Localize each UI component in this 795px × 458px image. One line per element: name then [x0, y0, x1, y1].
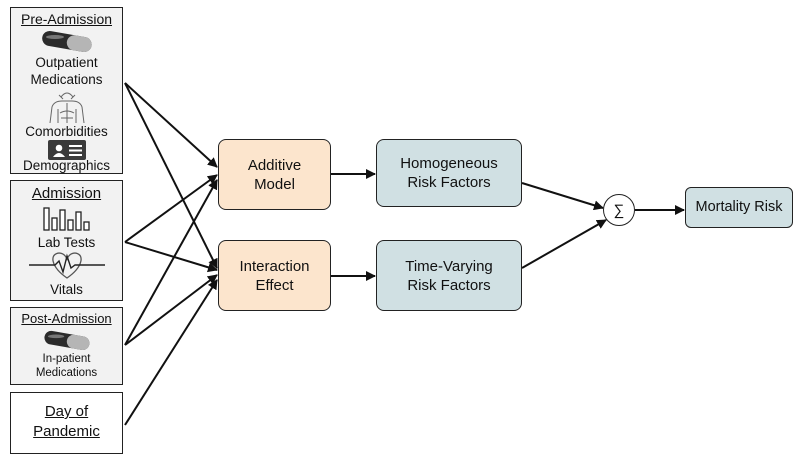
vitals-label: Vitals [50, 282, 83, 297]
post-admission-title: Post-Admission [21, 311, 112, 326]
admission-box: Admission Lab Tests Vitals [10, 180, 123, 301]
arrow-pre-to-interaction [124, 82, 218, 269]
admission-title: Admission [31, 185, 102, 202]
body-icon [49, 92, 85, 123]
arrow-post-to-interaction [124, 274, 218, 346]
arrow-pre-to-additive [124, 82, 218, 168]
arrow-day-to-interaction [124, 279, 218, 426]
arrow-admission-to-interaction [124, 241, 218, 273]
id-card-icon [48, 140, 86, 160]
interaction-effect-node: Interaction Effect [218, 240, 331, 311]
day-of-pandemic-label: Day of Pandemic [33, 403, 100, 440]
bar-chart-icon [43, 207, 90, 231]
sum-node: ∑ [603, 194, 635, 226]
arrow-timevarying-to-sum [521, 219, 607, 269]
inpatient-medications-label: In-patient Medications [35, 353, 98, 379]
pill-icon [42, 30, 92, 52]
comorbidities-label: Comorbidities [25, 124, 108, 139]
outpatient-medications-label: Outpatient Medications [30, 55, 103, 87]
homogeneous-risk-factors-node: Homogeneous Risk Factors [376, 139, 522, 207]
pill-icon [44, 330, 90, 350]
mortality-risk-node: Mortality Risk [685, 187, 793, 228]
demographics-label: Demographics [22, 158, 111, 173]
lab-tests-label: Lab Tests [37, 235, 96, 250]
arrow-homogeneous-to-sum [521, 182, 604, 211]
time-varying-risk-factors-node: Time-Varying Risk Factors [376, 240, 522, 311]
post-admission-box: Post-Admission In-patient Medications [10, 307, 123, 385]
arrow-post-to-additive [124, 179, 218, 346]
heartbeat-icon [29, 252, 105, 279]
day-of-pandemic-box: Day of Pandemic [10, 392, 123, 454]
pre-admission-box: Pre-Admission Outpatient Medications Com… [10, 7, 123, 174]
arrow-admission-to-additive [124, 174, 218, 243]
additive-model-node: Additive Model [218, 139, 331, 210]
pre-admission-title: Pre-Admission [20, 11, 113, 27]
